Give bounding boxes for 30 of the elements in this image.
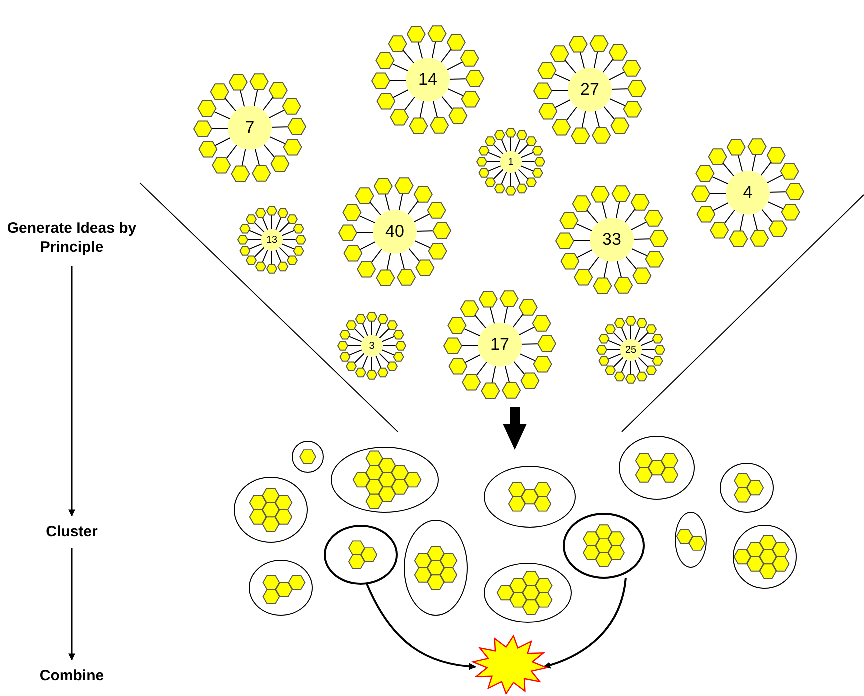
idea-circle bbox=[261, 229, 283, 251]
step-label: Cluster bbox=[0, 522, 147, 542]
idea-number: 1 bbox=[508, 156, 514, 168]
idea-number: 14 bbox=[418, 70, 438, 90]
idea-circle bbox=[406, 58, 450, 102]
idea-number: 3 bbox=[369, 340, 375, 352]
idea-circle bbox=[620, 339, 642, 361]
idea-number: 27 bbox=[580, 80, 600, 100]
idea-number: 40 bbox=[386, 222, 404, 242]
idea-circle bbox=[500, 151, 522, 173]
arrow bbox=[68, 548, 76, 661]
idea-circle bbox=[361, 335, 383, 357]
idea-circle bbox=[590, 218, 634, 262]
arrow bbox=[544, 578, 627, 669]
explosion-star bbox=[472, 635, 548, 695]
idea-number: 13 bbox=[266, 234, 278, 246]
idea-circle bbox=[478, 323, 522, 367]
step-label: Combine bbox=[0, 666, 147, 686]
idea-number: 17 bbox=[490, 335, 510, 355]
step-label: Generate Ideas by Principle bbox=[0, 219, 147, 257]
idea-number: 7 bbox=[245, 118, 255, 138]
idea-circle bbox=[568, 68, 612, 112]
idea-circle bbox=[373, 210, 417, 254]
arrow bbox=[366, 584, 476, 670]
idea-number: 25 bbox=[625, 344, 637, 356]
idea-number: 33 bbox=[602, 230, 622, 250]
idea-number: 4 bbox=[743, 183, 753, 203]
idea-circle bbox=[228, 106, 272, 150]
arrow bbox=[68, 266, 76, 517]
idea-circle bbox=[726, 171, 770, 215]
